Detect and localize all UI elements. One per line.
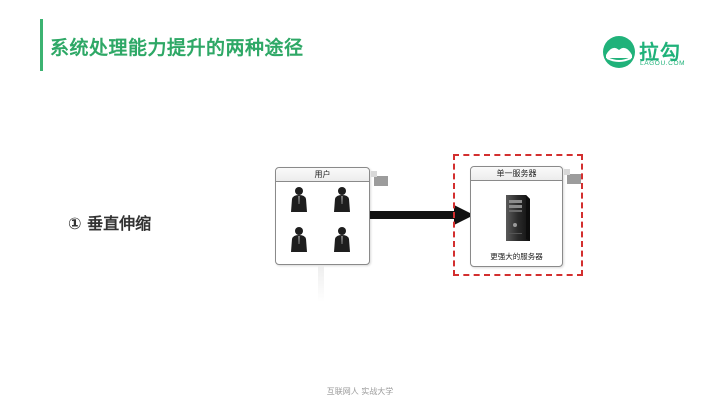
logo-text: 拉勾 — [639, 40, 681, 64]
logo-mark-icon — [603, 36, 635, 68]
user-icon — [291, 227, 307, 252]
highlight-dashed-box — [453, 154, 583, 276]
user-icon — [334, 227, 350, 252]
user-icon — [334, 187, 350, 212]
users-box-header: 用户 — [276, 168, 369, 182]
footer-text: 互联网人 实战大学 — [326, 387, 394, 396]
users-box-shadow — [318, 266, 324, 302]
user-icon — [291, 187, 307, 212]
lagou-logo: 拉勾 LAGOU.COM — [603, 36, 720, 76]
title-accent-bar — [40, 19, 43, 71]
users-box-tab-icon — [371, 171, 388, 186]
slide-title: 系统处理能力提升的两种途径 — [50, 37, 304, 59]
users-box: 用户 — [275, 167, 370, 265]
server-tower-icon — [506, 195, 530, 241]
server-caption: 更强大的服务器 — [490, 252, 543, 261]
item-vertical-scaling: ① 垂直伸缩 — [68, 214, 152, 233]
scale-up-arrow-icon — [370, 205, 474, 225]
logo-subtext: LAGOU.COM — [640, 60, 686, 67]
server-box-header: 单一服务器 — [471, 167, 562, 181]
server-box-tab-icon — [564, 169, 581, 184]
